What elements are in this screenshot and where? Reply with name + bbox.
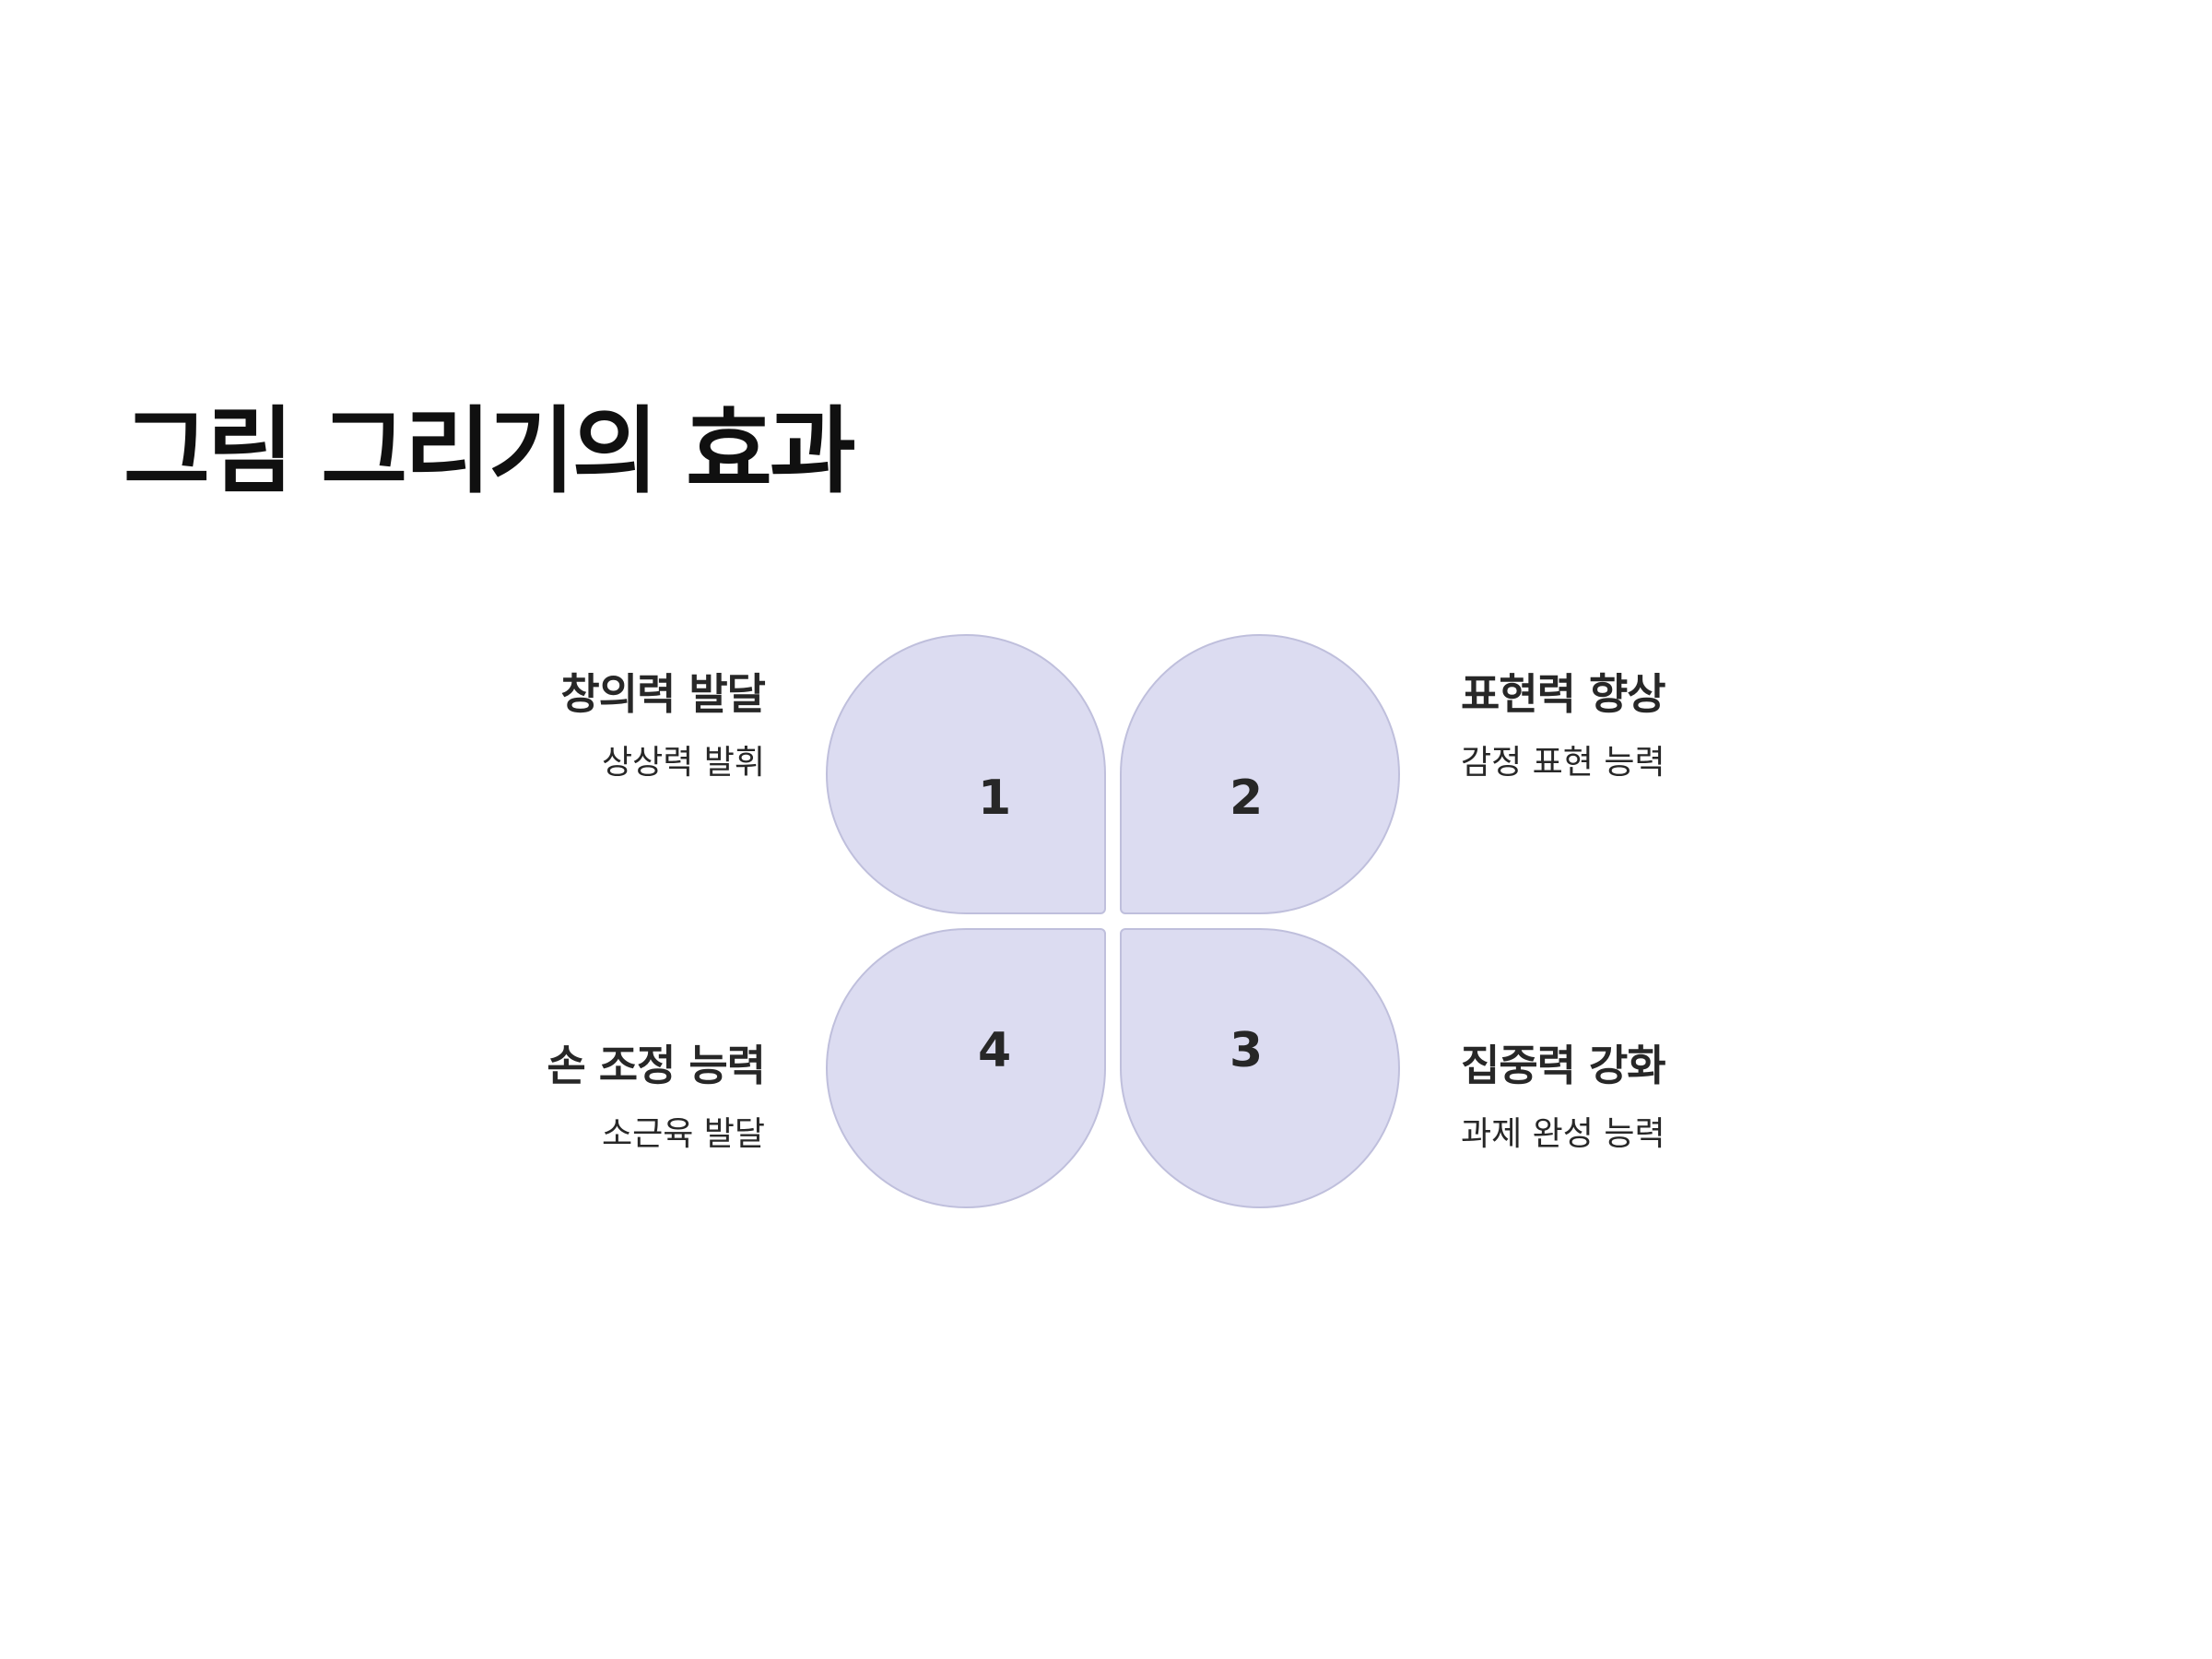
label-creativity: 창의력 발달 상상력 발휘 <box>369 668 766 783</box>
petal-number: 3 <box>1230 1023 1264 1078</box>
label-expression: 표현력 향상 감정 표현 능력 <box>1461 668 1857 783</box>
label-description: 감정 표현 능력 <box>1461 743 1665 782</box>
petal-number: 1 <box>978 771 1012 826</box>
label-description: 소근육 발달 <box>601 1114 765 1153</box>
petal-3: 3 <box>1120 928 1400 1208</box>
label-description: 상상력 발휘 <box>601 743 765 782</box>
petal-number: 4 <box>978 1023 1012 1078</box>
label-description: 과제 완성 능력 <box>1461 1114 1665 1153</box>
petal-2: 2 <box>1120 634 1400 914</box>
petal-number: 2 <box>1230 771 1264 826</box>
label-title: 창의력 발달 <box>560 669 766 719</box>
label-focus: 집중력 강화 과제 완성 능력 <box>1461 1040 1857 1155</box>
page-title: 그림 그리기의 효과 <box>124 397 856 507</box>
label-title: 표현력 향상 <box>1461 669 1666 719</box>
petal-4: 4 <box>826 928 1106 1208</box>
petal-1: 1 <box>826 634 1106 914</box>
label-title: 집중력 강화 <box>1461 1041 1666 1090</box>
label-title: 손 조정 능력 <box>547 1041 766 1090</box>
label-hand-coordination: 손 조정 능력 소근육 발달 <box>369 1040 766 1155</box>
